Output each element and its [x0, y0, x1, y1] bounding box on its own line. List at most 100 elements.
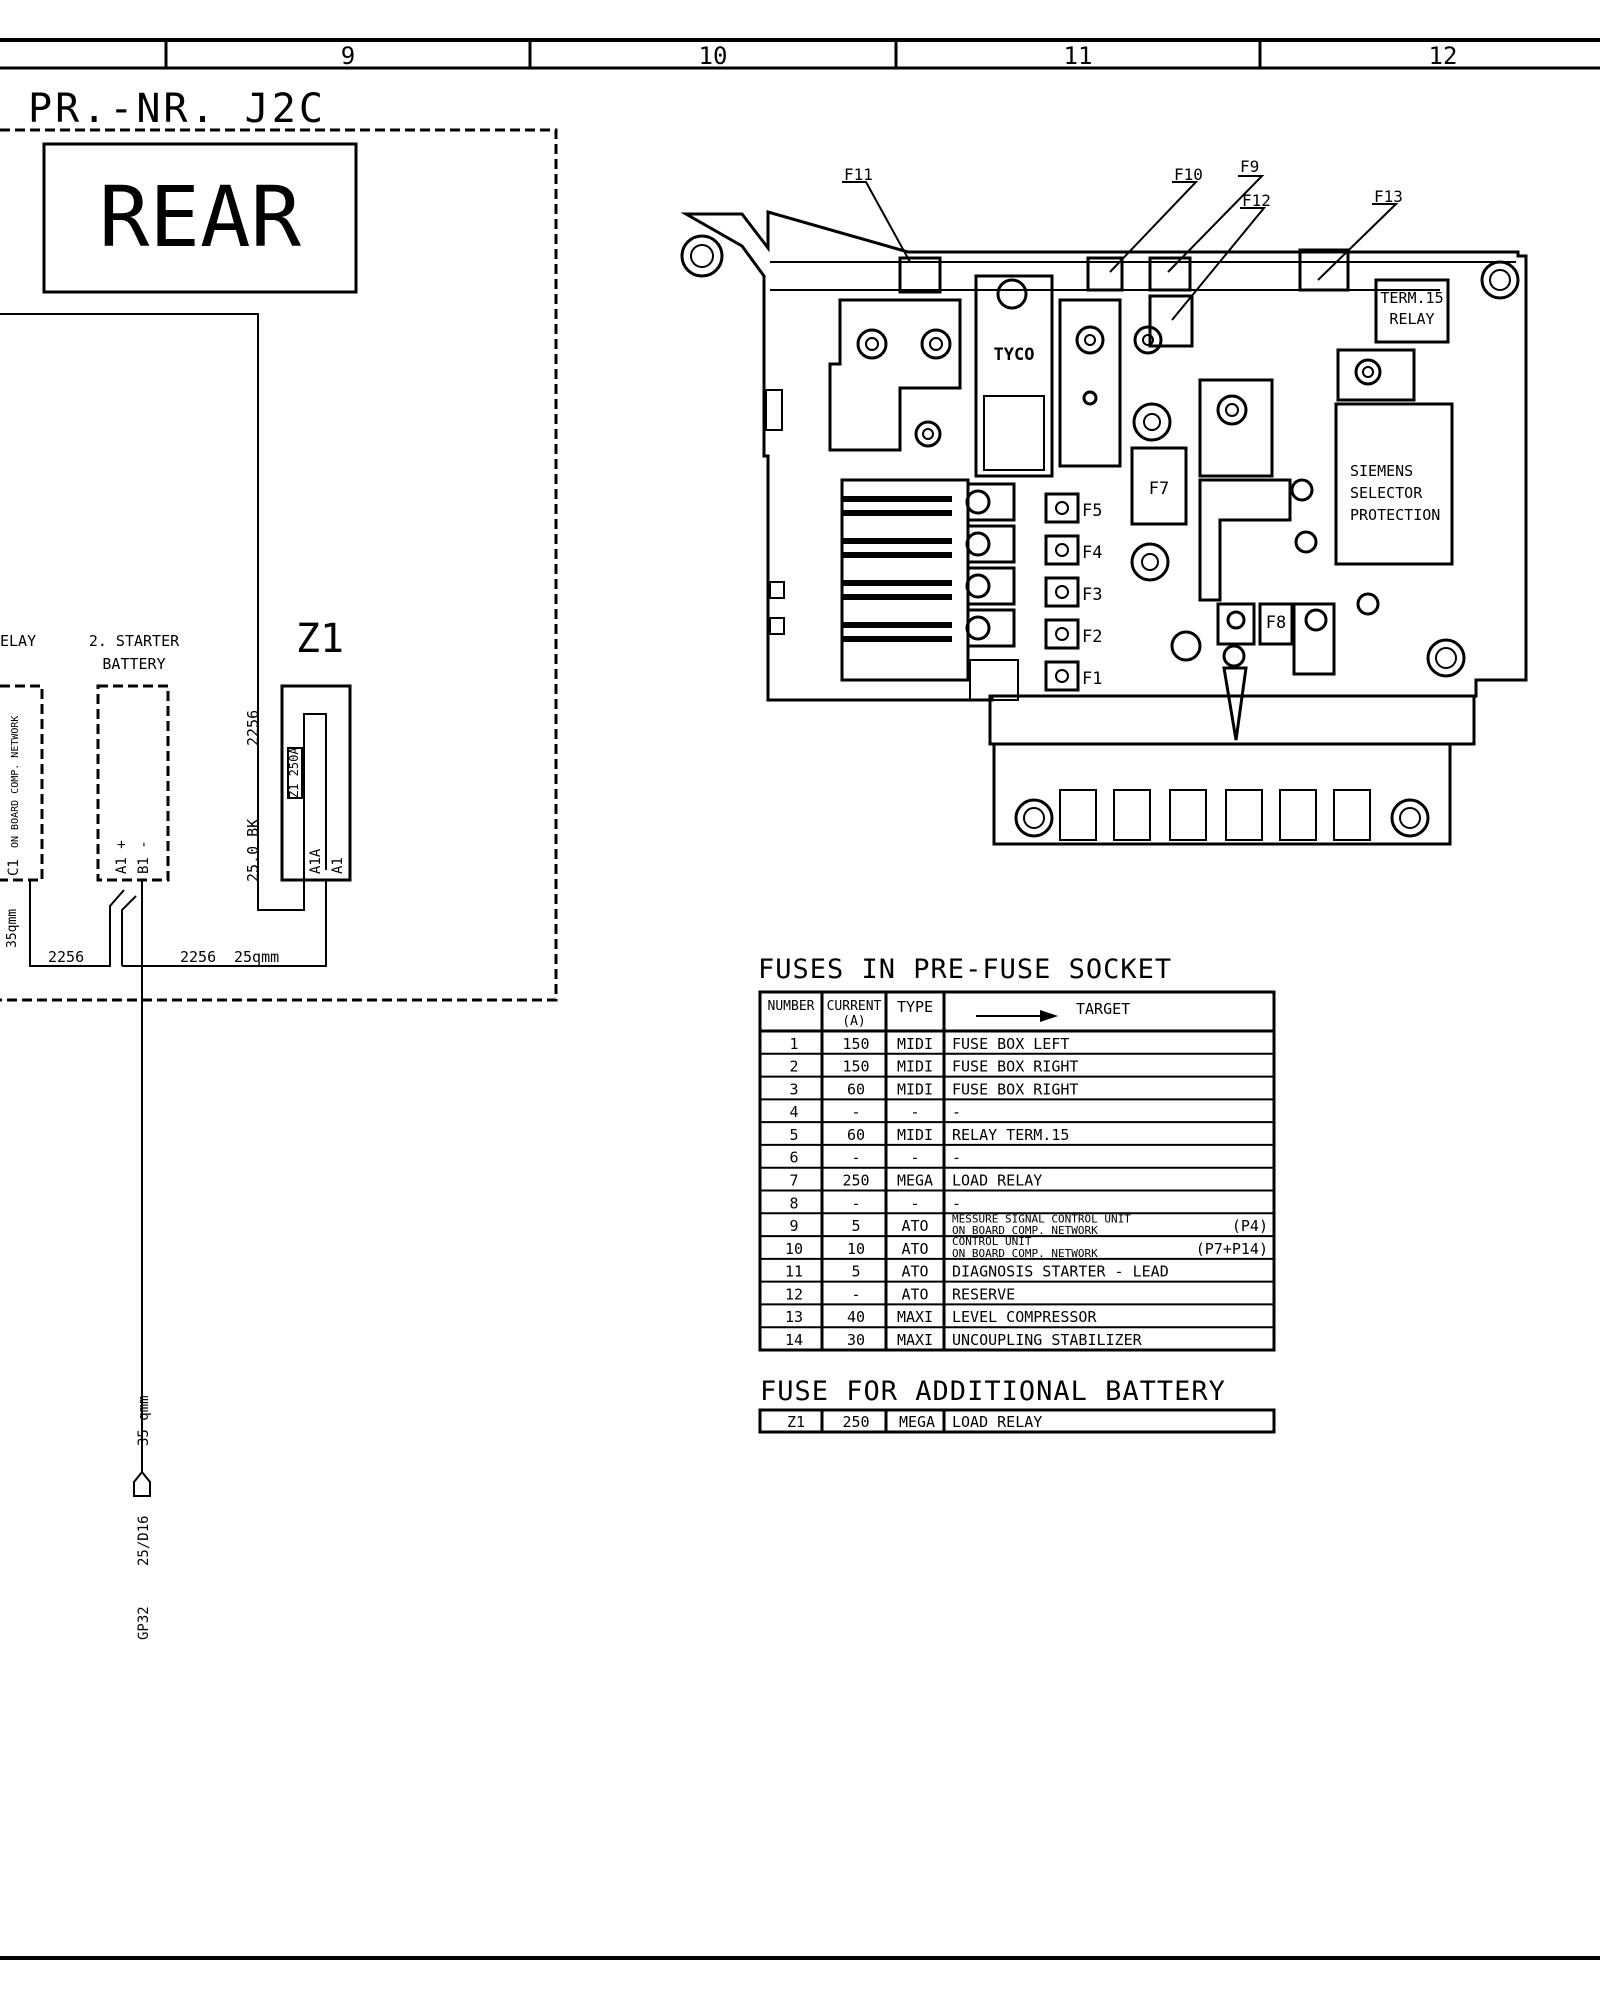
cell-target: MESSURE SIGNAL CONTROL UNIT — [952, 1212, 1131, 1225]
cell-type: MEGA — [897, 1172, 933, 1190]
cell-current: - — [851, 1103, 860, 1121]
fuse-holder-f9 — [1148, 256, 1192, 292]
cell-current: - — [851, 1149, 860, 1167]
cell-number: 3 — [789, 1080, 798, 1098]
pre-fuse-table: FUSES IN PRE-FUSE SOCKET NUMBER CURRENT … — [758, 954, 1276, 1352]
cell-type: ATO — [901, 1285, 928, 1303]
wire-2256-loop — [0, 313, 305, 911]
cell-type: - — [910, 1103, 919, 1121]
cell-type: ATO — [901, 1217, 928, 1235]
cell-target: FUSE BOX LEFT — [952, 1035, 1069, 1053]
lead-label: 35 qmm — [136, 1395, 152, 1446]
fuse-label-f3: F3 — [1082, 585, 1102, 605]
cell-target: - — [952, 1149, 961, 1167]
mount-ear-right — [1480, 260, 1520, 300]
column-number: 10 — [699, 42, 728, 70]
terminal-lug — [1222, 666, 1248, 741]
cell-target: RESERVE — [952, 1285, 1015, 1303]
column-grid: 9 10 11 12 — [0, 38, 1600, 70]
cell-number: 6 — [789, 1149, 798, 1167]
starter-battery-box — [96, 684, 170, 882]
column-number: 11 — [1064, 42, 1093, 70]
callout-f9: F9 — [1240, 157, 1259, 176]
fuse-label-f7: F7 — [1149, 479, 1169, 499]
tyco-relay — [974, 274, 1054, 478]
cell-target: ON BOARD COMP. NETWORK — [952, 1247, 1098, 1260]
cell-number: 13 — [785, 1308, 803, 1326]
cell-current: 250 — [842, 1413, 869, 1431]
cell-number: 9 — [789, 1217, 798, 1235]
cell-number: 2 — [789, 1058, 798, 1076]
column-number: 9 — [341, 42, 355, 70]
cell-current: - — [851, 1194, 860, 1212]
cell-number: Z1 — [787, 1413, 805, 1431]
rear-schematic: PR.-NR. J2C REAR 2256 25.0 BK ELAY ON BO… — [0, 86, 558, 1640]
cell-current: 250 — [842, 1172, 869, 1190]
cell-number: 12 — [785, 1285, 803, 1303]
cell-current: 30 — [847, 1331, 865, 1349]
cell-target: - — [952, 1194, 961, 1212]
wire-2256-left — [29, 880, 125, 967]
rear-boundary — [0, 128, 558, 1002]
z1-box — [280, 684, 352, 882]
housing-outline — [680, 210, 1528, 702]
fuse-holder-f11 — [898, 256, 942, 294]
siemens-label: SIEMENS — [1350, 462, 1413, 480]
cell-number: 5 — [789, 1126, 798, 1144]
cell-number: 8 — [789, 1194, 798, 1212]
callout-f13: F13 — [1374, 187, 1403, 206]
cell-target: FUSE BOX RIGHT — [952, 1080, 1078, 1098]
additional-battery-table: FUSE FOR ADDITIONAL BATTERY Z1 250 MEGA … — [758, 1376, 1276, 1434]
tyco-label: TYCO — [994, 345, 1035, 365]
cell-current: - — [851, 1285, 860, 1303]
fuse-holder-f12 — [1148, 294, 1194, 348]
cell-current: 5 — [851, 1217, 860, 1235]
wire-label: 2256 — [48, 948, 84, 966]
header-type: TYPE — [897, 998, 933, 1016]
header-current: CURRENT — [827, 999, 882, 1014]
ground-point: GP32 — [136, 1606, 152, 1640]
cell-type: ATO — [901, 1240, 928, 1258]
ground-connector — [133, 1470, 151, 1497]
fuse-label-f8: F8 — [1266, 613, 1286, 633]
wire-battery-plus — [121, 895, 137, 966]
fuse-label-f4: F4 — [1082, 543, 1102, 563]
cell-number: 7 — [789, 1172, 798, 1190]
cell-type: MEGA — [899, 1413, 935, 1431]
cell-current: 150 — [842, 1058, 869, 1076]
term15-label: RELAY — [1389, 310, 1434, 328]
wire-label: 25qmm — [234, 948, 279, 966]
cell-number: 11 — [785, 1263, 803, 1281]
cell-note: (P7+P14) — [1196, 1240, 1268, 1258]
cell-type: MIDI — [897, 1080, 933, 1098]
battery-label: 2. STARTER — [89, 632, 180, 650]
cell-number: 1 — [789, 1035, 798, 1053]
mount-hole — [1390, 798, 1430, 838]
rear-title: REAR — [99, 168, 302, 266]
z1-fuse-text: Z1 250A — [287, 747, 301, 798]
header-current-unit: (A) — [842, 1014, 865, 1029]
additional-table-title: FUSE FOR ADDITIONAL BATTERY — [760, 1376, 1226, 1407]
siemens-label: PROTECTION — [1350, 506, 1440, 524]
cell-number: 10 — [785, 1240, 803, 1258]
cell-target: RELAY TERM.15 — [952, 1126, 1069, 1144]
fuse-holder-f13 — [1298, 248, 1350, 292]
housing-base — [992, 742, 1452, 846]
cell-type: MAXI — [897, 1331, 933, 1349]
z1-label: Z1 — [296, 616, 344, 662]
cell-type: MIDI — [897, 1058, 933, 1076]
fuse-stack — [840, 478, 1080, 692]
base-slots — [1059, 789, 1371, 841]
cell-type: ATO — [901, 1263, 928, 1281]
fuse-label-f1: F1 — [1082, 669, 1102, 689]
cell-target: LOAD RELAY — [952, 1172, 1042, 1190]
z1-fuse-symbol — [287, 747, 303, 799]
busbar-centre — [1198, 378, 1274, 478]
cell-current: 10 — [847, 1240, 865, 1258]
f8-terminal — [1292, 602, 1336, 676]
cell-type: MIDI — [897, 1126, 933, 1144]
cell-type: MIDI — [897, 1035, 933, 1053]
relay-box — [0, 684, 44, 882]
z1-internal — [303, 713, 327, 870]
